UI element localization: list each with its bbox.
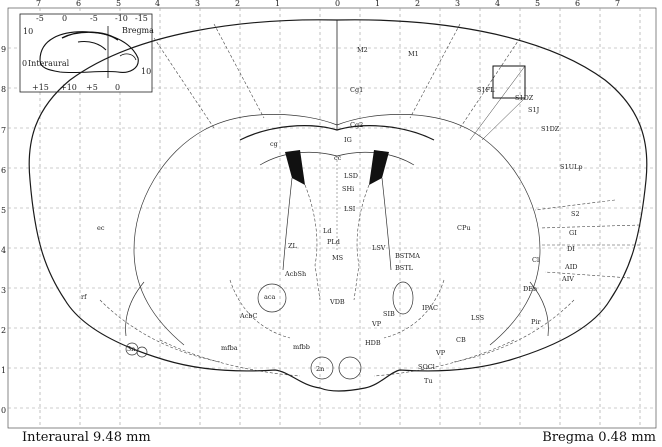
region-label: VDB <box>329 298 345 306</box>
region-label: S1FL <box>477 86 495 94</box>
region-label: IG <box>344 136 352 144</box>
left-tick: 7 <box>1 126 6 135</box>
left-tick: 9 <box>1 45 6 54</box>
region-label: S1DZ <box>515 94 534 102</box>
region-label: LSV <box>372 244 386 252</box>
region-label: cg <box>270 140 278 148</box>
region-label: LSI <box>344 205 356 213</box>
region-label: aca <box>264 293 276 301</box>
region-label: CB <box>456 336 466 344</box>
svg-text:-10: -10 <box>115 14 128 23</box>
region-label: mfbb <box>293 343 310 351</box>
top-tick: 6 <box>76 0 81 8</box>
left-tick: 5 <box>1 206 6 215</box>
top-tick: 2 <box>235 0 240 8</box>
region-label: AcbC <box>239 312 257 320</box>
svg-text:0: 0 <box>115 83 120 92</box>
region-label: AIV <box>561 275 574 283</box>
region-label: AcbSh <box>284 270 306 278</box>
top-tick: 7 <box>36 0 41 8</box>
region-label: BSTMA <box>395 252 420 260</box>
region-label: AID <box>564 263 577 271</box>
region-label: Cg1 <box>350 86 363 94</box>
region-label: DEn <box>523 285 537 293</box>
svg-text:10: 10 <box>23 27 33 36</box>
region-label: DI <box>567 245 575 253</box>
region-label: IPAC <box>422 304 438 312</box>
region-label: HDB <box>365 339 381 347</box>
region-label: Cl <box>532 256 539 264</box>
left-tick: 2 <box>1 326 6 335</box>
region-label: MS <box>332 254 343 262</box>
interaural-caption: Interaural 9.48 mm <box>22 430 151 445</box>
top-tick: 3 <box>455 0 460 8</box>
region-label: PLd <box>327 238 340 246</box>
top-tick: 3 <box>195 0 200 8</box>
region-label: VP <box>371 320 382 328</box>
region-label: ec <box>97 224 105 232</box>
bregma-caption: Bregma 0.48 mm <box>542 430 656 445</box>
top-tick: 1 <box>375 0 380 8</box>
svg-text:+5: +5 <box>86 83 98 92</box>
region-label: LSD <box>344 172 358 180</box>
region-label: mfba <box>221 344 238 352</box>
svg-text:-5: -5 <box>36 14 44 23</box>
region-label: SHi <box>342 185 354 193</box>
region-label: Pir <box>531 318 541 326</box>
region-label: Ld <box>323 227 331 235</box>
left-tick: 4 <box>1 246 6 255</box>
region-label: S1ULp <box>560 163 583 171</box>
region-label: 2n <box>316 365 324 373</box>
svg-text:+15: +15 <box>32 83 49 92</box>
top-tick: 6 <box>575 0 580 8</box>
svg-text:10: 10 <box>141 67 151 76</box>
svg-text:+10: +10 <box>60 83 77 92</box>
region-label: ZL <box>288 242 298 250</box>
region-label: CPu <box>457 224 471 232</box>
top-tick: 4 <box>495 0 500 8</box>
left-tick: 8 <box>1 85 6 94</box>
region-labels: M2 M1 Cg1 Cg2 S1FL S1DZ S1J S1DZ S1ULp c… <box>81 46 583 385</box>
top-tick: 7 <box>615 0 620 8</box>
svg-text:-5: -5 <box>90 14 98 23</box>
region-label: cc <box>334 154 342 162</box>
svg-text:Interaural: Interaural <box>28 59 70 68</box>
inset-sagittal-brain: -5 0 -5 -10 -15 Bregma 10 0 Interaural 1… <box>20 14 154 92</box>
top-tick: 2 <box>415 0 420 8</box>
top-tick: 0 <box>335 0 340 8</box>
top-tick: 4 <box>155 0 160 8</box>
region-label: rf <box>81 293 87 301</box>
top-tick: 1 <box>275 0 280 8</box>
region-label: S1J <box>528 106 540 114</box>
top-tick: 5 <box>535 0 540 8</box>
region-label: 3n <box>127 345 135 353</box>
region-label: S2 <box>571 210 580 218</box>
svg-text:Bregma: Bregma <box>122 26 154 35</box>
region-label: SIB <box>383 310 395 318</box>
region-label: SOCl <box>418 363 435 371</box>
left-tick: 3 <box>1 286 6 295</box>
svg-text:-15: -15 <box>135 14 148 23</box>
region-label: Tu <box>424 377 433 385</box>
top-tick-labels: 7 6 5 4 3 2 1 0 1 2 3 4 5 6 7 <box>36 0 620 8</box>
region-label: LSS <box>471 314 484 322</box>
region-label: VP <box>435 349 446 357</box>
top-tick: 5 <box>116 0 121 8</box>
left-tick: 6 <box>1 166 6 175</box>
region-label: S1DZ <box>541 125 560 133</box>
region-label: Cg2 <box>350 121 363 129</box>
region-label: BSTL <box>395 264 414 272</box>
left-tick: 0 <box>1 406 6 415</box>
svg-text:0: 0 <box>22 59 27 68</box>
left-tick: 1 <box>1 366 6 375</box>
left-tick-labels: 9 8 7 6 5 4 3 2 1 0 <box>1 45 6 415</box>
region-label: M1 <box>408 50 419 58</box>
region-label: GI <box>569 229 577 237</box>
svg-text:0: 0 <box>62 14 67 23</box>
region-label: M2 <box>357 46 368 54</box>
